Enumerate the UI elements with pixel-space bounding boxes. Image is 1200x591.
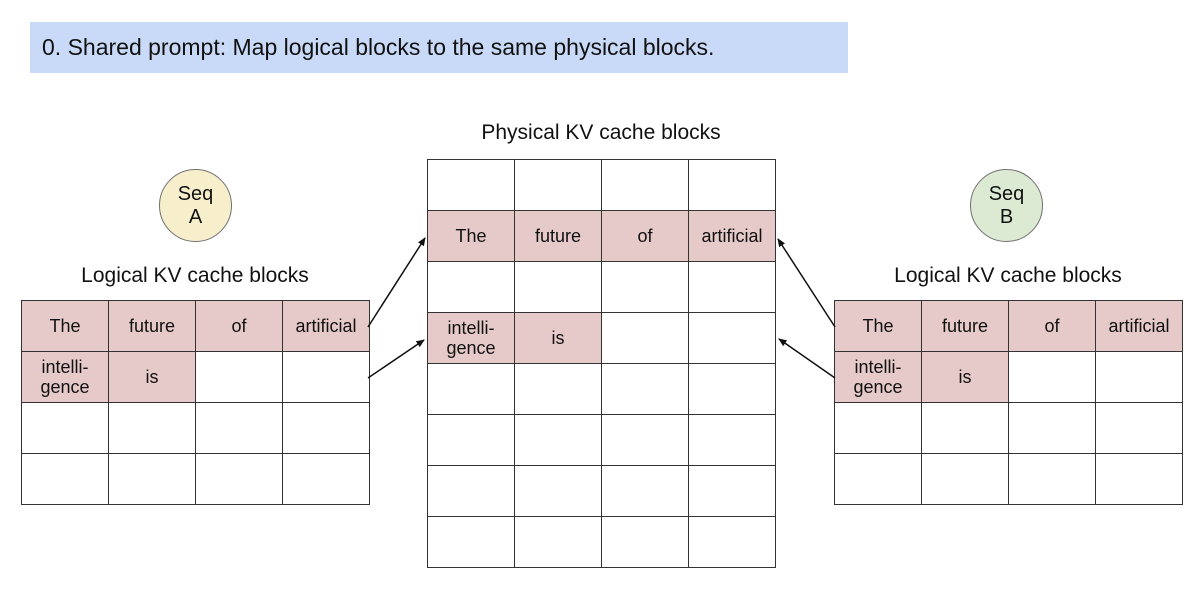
kv-cache-cell-r1-c2 (196, 352, 283, 403)
kv-cache-cell-r0-c3: artificial (1096, 301, 1183, 352)
title-banner: 0. Shared prompt: Map logical blocks to … (30, 22, 848, 73)
kv-cache-cell-r1-c3 (283, 352, 370, 403)
kv-cache-cell-r0-c0: The (835, 301, 922, 352)
seq-b-badge: Seq B (970, 169, 1043, 242)
kv-cache-cell-r2-c1 (515, 262, 602, 313)
kv-cache-cell-r2-c1 (109, 403, 196, 454)
arrow-seq-a-block1-to-physical-block3 (367, 339, 425, 379)
kv-cache-cell-r4-c0 (428, 364, 515, 415)
kv-cache-cell-r7-c0 (428, 517, 515, 568)
kv-cache-cell-r3-c2 (1009, 454, 1096, 505)
kv-cache-cell-r2-c2 (196, 403, 283, 454)
seq-a-badge: Seq A (159, 169, 232, 242)
kv-cache-cell-r3-c0: intelli- gence (428, 313, 515, 364)
kv-cache-cell-r2-c3 (1096, 403, 1183, 454)
kv-cache-cell-r5-c3 (689, 415, 776, 466)
kv-cache-cell-r0-c0: The (22, 301, 109, 352)
kv-cache-cell-r2-c0 (22, 403, 109, 454)
kv-cache-cell-r1-c1: future (515, 211, 602, 262)
kv-cache-cell-r3-c3 (689, 313, 776, 364)
kv-cache-cell-r1-c0: intelli- gence (835, 352, 922, 403)
kv-cache-cell-r0-c1: future (109, 301, 196, 352)
kv-cache-cell-r5-c2 (602, 415, 689, 466)
kv-cache-cell-r6-c1 (515, 466, 602, 517)
kv-cache-cell-r6-c3 (689, 466, 776, 517)
arrow-seq-b-block1-to-physical-block3 (778, 338, 836, 379)
kv-cache-cell-r4-c2 (602, 364, 689, 415)
kv-cache-cell-r0-c0 (428, 160, 515, 211)
kv-cache-cell-r3-c1 (922, 454, 1009, 505)
kv-cache-cell-r1-c2 (1009, 352, 1096, 403)
kv-cache-cell-r7-c2 (602, 517, 689, 568)
kv-cache-cell-r6-c2 (602, 466, 689, 517)
kv-cache-cell-r3-c2 (196, 454, 283, 505)
kv-cache-cell-r0-c1 (515, 160, 602, 211)
kv-cache-cell-r1-c0: intelli- gence (22, 352, 109, 403)
kv-cache-cell-r0-c1: future (922, 301, 1009, 352)
seq-b-table-title: Logical KV cache blocks (894, 264, 1122, 287)
seq-b-badge-label: Seq B (988, 182, 1025, 228)
kv-cache-cell-r3-c3 (1096, 454, 1183, 505)
kv-cache-cell-r2-c2 (602, 262, 689, 313)
kv-cache-cell-r2-c1 (922, 403, 1009, 454)
physical-table-title: Physical KV cache blocks (481, 121, 721, 144)
kv-cache-cell-r1-c0: The (428, 211, 515, 262)
kv-cache-cell-r3-c1: is (515, 313, 602, 364)
seq-a-table-title: Logical KV cache blocks (81, 264, 309, 287)
kv-cache-cell-r5-c0 (428, 415, 515, 466)
kv-cache-cell-r0-c3 (689, 160, 776, 211)
kv-cache-cell-r2-c3 (689, 262, 776, 313)
arrow-seq-a-block0-to-physical-block1 (367, 237, 426, 328)
kv-cache-cell-r3-c2 (602, 313, 689, 364)
kv-cache-cell-r1-c3: artificial (689, 211, 776, 262)
kv-cache-cell-r1-c1: is (109, 352, 196, 403)
title-banner-text: 0. Shared prompt: Map logical blocks to … (42, 34, 715, 60)
kv-cache-cell-r2-c2 (1009, 403, 1096, 454)
kv-cache-cell-r0-c2 (602, 160, 689, 211)
kv-cache-cell-r6-c0 (428, 466, 515, 517)
kv-cache-cell-r3-c0 (22, 454, 109, 505)
kv-cache-cell-r4-c1 (515, 364, 602, 415)
kv-cache-cell-r0-c2: of (196, 301, 283, 352)
kv-cache-cell-r0-c3: artificial (283, 301, 370, 352)
seq-a-badge-label: Seq A (177, 182, 214, 228)
kv-cache-cell-r2-c0 (835, 403, 922, 454)
kv-cache-cell-r1-c2: of (602, 211, 689, 262)
kv-cache-cell-r2-c3 (283, 403, 370, 454)
kv-cache-cell-r1-c1: is (922, 352, 1009, 403)
kv-cache-cell-r5-c1 (515, 415, 602, 466)
kv-cache-cell-r0-c2: of (1009, 301, 1096, 352)
kv-cache-cell-r4-c3 (689, 364, 776, 415)
kv-cache-cell-r3-c0 (835, 454, 922, 505)
kv-cache-cell-r3-c3 (283, 454, 370, 505)
kv-cache-cell-r1-c3 (1096, 352, 1183, 403)
kv-cache-cell-r3-c1 (109, 454, 196, 505)
kv-cache-cell-r2-c0 (428, 262, 515, 313)
kv-cache-cell-r7-c1 (515, 517, 602, 568)
arrow-seq-b-block0-to-physical-block1 (777, 238, 836, 328)
kv-cache-cell-r7-c3 (689, 517, 776, 568)
